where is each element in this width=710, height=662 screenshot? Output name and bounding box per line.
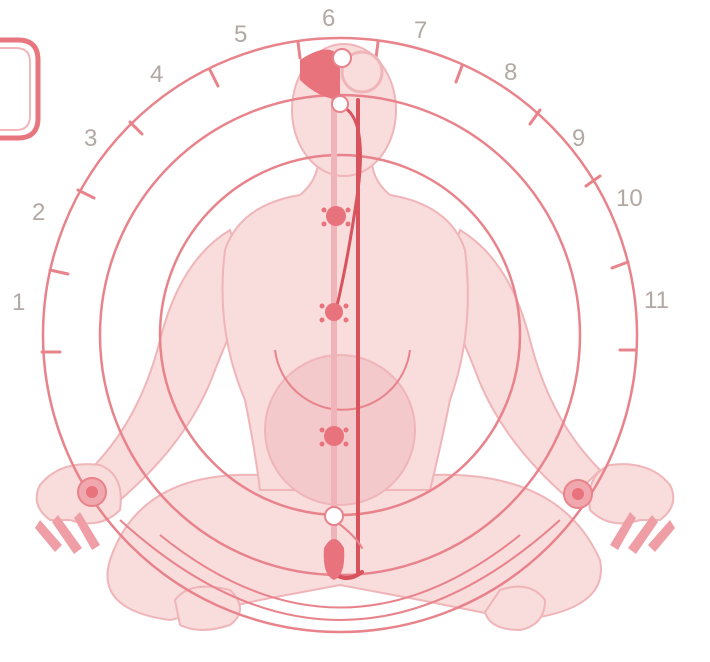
heart-chakra	[325, 303, 343, 321]
dial-number-9: 9	[572, 125, 585, 152]
sacral-chakra	[325, 507, 343, 525]
dial-number-8: 8	[504, 59, 517, 86]
dial-number-3: 3	[84, 125, 97, 152]
dial-number-1: 1	[12, 289, 25, 316]
dial-number-11: 11	[644, 287, 669, 314]
throat-chakra	[326, 206, 346, 226]
crown-point	[333, 49, 351, 67]
frame-corner	[0, 40, 38, 138]
dial-number-10: 10	[616, 185, 643, 212]
dial-number-2: 2	[32, 199, 45, 226]
third-eye-point	[332, 96, 348, 112]
dial-number-6: 6	[322, 5, 335, 32]
dial-number-5: 5	[234, 21, 247, 48]
dial-number-7: 7	[414, 17, 427, 44]
dial-number-4: 4	[150, 61, 163, 88]
navel-chakra	[324, 426, 344, 446]
